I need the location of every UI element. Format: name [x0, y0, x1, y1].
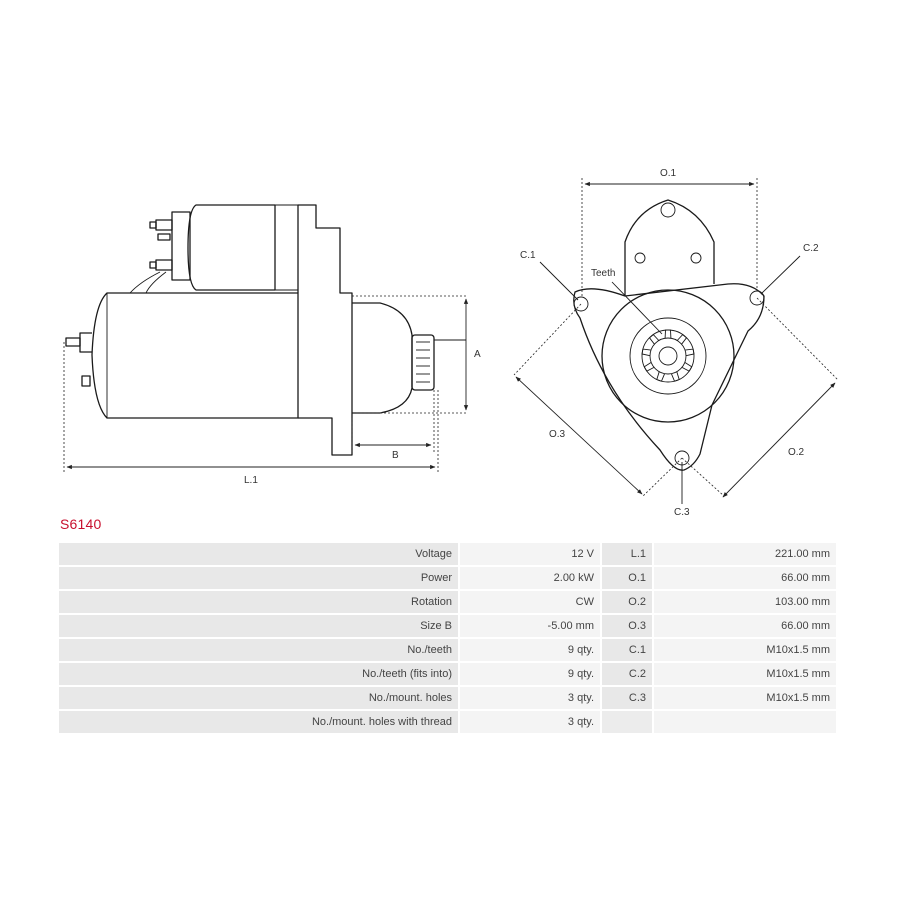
dimension-label: C.2	[602, 663, 652, 685]
label-b: B	[392, 450, 399, 461]
label-l1: L.1	[244, 475, 258, 486]
drive-housing	[297, 204, 353, 456]
mount-hole-c1	[573, 296, 589, 312]
pinion-tooth	[641, 348, 652, 357]
pinion-tooth	[684, 348, 695, 357]
dimension-value: M10x1.5 mm	[654, 639, 836, 661]
pinion-tooth	[681, 362, 693, 372]
front-view: O.1 O.2 O.3 C.1 C.2 C.3 Teeth	[513, 168, 839, 518]
spec-label: No./teeth	[59, 639, 458, 661]
technical-drawing: A B L.1 O.1	[63, 168, 839, 518]
spec-value: 12 V	[460, 543, 600, 565]
dimension-value: M10x1.5 mm	[654, 663, 836, 685]
dimension-label: O.3	[602, 615, 652, 637]
dimension-label: L.1	[602, 543, 652, 565]
label-c2: C.2	[803, 243, 819, 254]
label-a: A	[474, 349, 481, 360]
spec-label: Size B	[59, 615, 458, 637]
pinion-tooth	[670, 371, 680, 382]
dimension-value: 103.00 mm	[654, 591, 836, 613]
motor-body	[91, 292, 299, 419]
pinion-tooth	[664, 329, 672, 339]
top-tab-hole	[660, 202, 676, 218]
label-teeth: Teeth	[591, 268, 615, 279]
dimension-label: O.2	[602, 591, 652, 613]
label-c3: C.3	[674, 507, 690, 518]
dimension-value: 221.00 mm	[654, 543, 836, 565]
product-code: S6140	[60, 516, 102, 532]
dimension-label: O.1	[602, 567, 652, 589]
rear-terminal-stud	[79, 332, 92, 353]
mount-hole-c2	[749, 290, 765, 306]
pinion-root	[649, 337, 687, 375]
dimension-value	[654, 711, 836, 733]
spec-label: Power	[59, 567, 458, 589]
spec-value: CW	[460, 591, 600, 613]
spec-value: 2.00 kW	[460, 567, 600, 589]
mounting-flange	[573, 283, 765, 471]
spec-value: 9 qty.	[460, 639, 600, 661]
spec-label: Voltage	[59, 543, 458, 565]
spec-label: No./teeth (fits into)	[59, 663, 458, 685]
terminal-upper	[155, 219, 173, 231]
terminal-lower	[155, 259, 173, 271]
pinion-tooth	[676, 333, 688, 345]
pinion-bore	[658, 346, 678, 366]
pinion-tooth	[648, 333, 660, 345]
pinion	[411, 334, 435, 391]
spec-label: No./mount. holes	[59, 687, 458, 709]
label-c1: C.1	[520, 250, 536, 261]
spec-value: 3 qty.	[460, 687, 600, 709]
dimension-value: 66.00 mm	[654, 615, 836, 637]
nose-cone	[352, 302, 413, 414]
label-o1: O.1	[660, 168, 677, 179]
outer-ring	[601, 289, 735, 423]
pinion-tooth	[656, 371, 666, 382]
spec-label: Rotation	[59, 591, 458, 613]
spec-label: No./mount. holes with thread	[59, 711, 458, 733]
spec-value: 3 qty.	[460, 711, 600, 733]
label-o3: O.3	[549, 429, 566, 440]
side-view: A B L.1	[63, 204, 481, 486]
label-o2: O.2	[788, 447, 805, 458]
spec-value: 9 qty.	[460, 663, 600, 685]
dimension-value: 66.00 mm	[654, 567, 836, 589]
dimension-label: C.1	[602, 639, 652, 661]
dimension-value: M10x1.5 mm	[654, 687, 836, 709]
dimension-label: C.3	[602, 687, 652, 709]
top-tab	[624, 199, 715, 296]
spec-value: -5.00 mm	[460, 615, 600, 637]
pinion-tooth	[643, 362, 655, 372]
solenoid	[187, 204, 276, 291]
pinion-teeth	[641, 329, 695, 382]
inner-ring	[629, 317, 707, 395]
dimension-label	[602, 711, 652, 733]
